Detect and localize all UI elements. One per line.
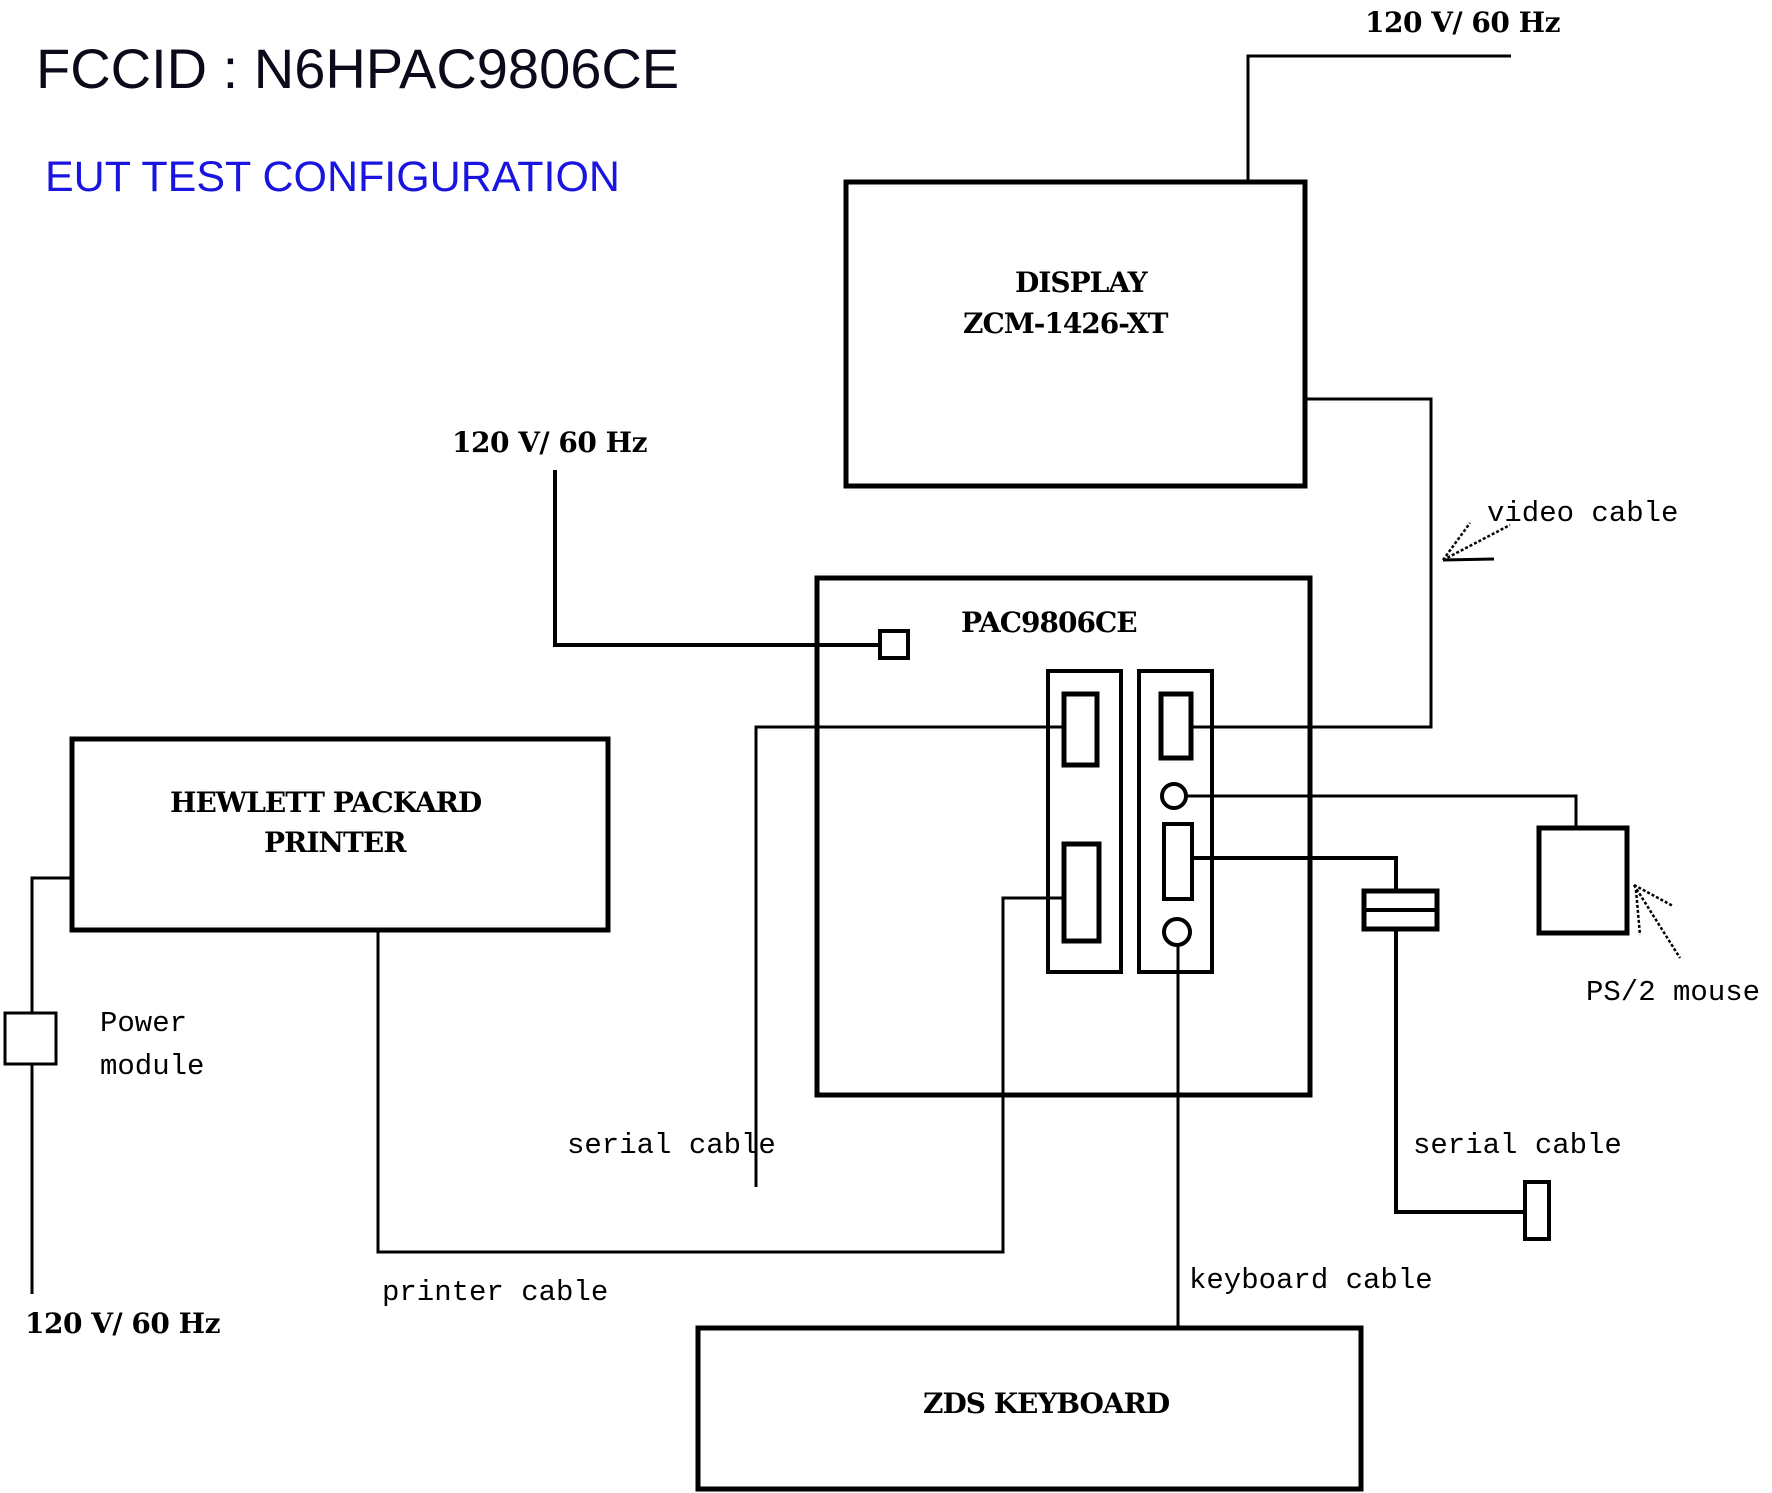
printer-label-line2: PRINTER xyxy=(264,826,407,859)
eut-label: PAC9806CE xyxy=(961,606,1137,639)
keyboard-cable-label: keyboard cable xyxy=(1189,1264,1433,1297)
printer-box xyxy=(69,736,611,933)
ps2-mouse-box xyxy=(1536,825,1630,936)
eut-box xyxy=(814,575,1313,1098)
keyboard-device: ZDS KEYBOARD xyxy=(695,1325,1364,1492)
display-power-cord xyxy=(1246,54,1511,182)
serial-cable-right-lower xyxy=(1394,929,1525,1214)
display-box xyxy=(843,179,1308,489)
keyboard-port xyxy=(1162,917,1192,947)
power-module-label-line2: module xyxy=(100,1050,204,1083)
mouse-cable xyxy=(1186,794,1578,828)
parallel-port xyxy=(1061,841,1102,944)
display-label: DISPLAY xyxy=(1015,266,1149,299)
eut-power-inlet xyxy=(878,629,910,660)
serial-cable-right-upper xyxy=(1192,856,1398,891)
printer-power-cord-upper xyxy=(30,876,72,1013)
printer-device: HEWLETT PACKARD PRINTER xyxy=(69,736,611,933)
keyboard-box xyxy=(695,1325,1364,1492)
eut-power-cord xyxy=(553,470,880,647)
diagram-subtitle: EUT TEST CONFIGURATION xyxy=(45,153,620,201)
serial-terminator xyxy=(1523,1180,1551,1241)
display-model-label: ZCM-1426-XT xyxy=(963,307,1169,340)
mouse-arrow-icon xyxy=(1632,883,1682,959)
fcc-id-title: FCCID : N6HPAC9806CE xyxy=(36,37,679,100)
eut-left-io-panel xyxy=(1046,669,1123,974)
video-cable-label: video cable xyxy=(1487,497,1678,530)
power-module-box xyxy=(3,1011,58,1066)
serial-port-2 xyxy=(1162,822,1194,901)
video-cable-arrow-icon xyxy=(1441,522,1511,562)
serial-cable-left xyxy=(754,725,1064,1187)
display-power-source-label: 120 V/ 60 Hz xyxy=(1365,6,1560,39)
ps2-mouse-label: PS/2 mouse xyxy=(1586,976,1760,1009)
serial-cable-left-label: serial cable xyxy=(567,1129,776,1162)
eut-power-source-label: 120 V/ 60 Hz xyxy=(452,426,647,459)
printer-cable xyxy=(376,896,1064,1254)
power-module-label: Power xyxy=(100,1007,187,1040)
display-device: DISPLAY ZCM-1426-XT xyxy=(843,179,1308,489)
eut-device: PAC9806CE xyxy=(814,575,1313,1098)
serial-port-1 xyxy=(1061,691,1100,768)
serial-cable-right-label: serial cable xyxy=(1413,1129,1622,1162)
printer-label: HEWLETT PACKARD xyxy=(170,786,482,819)
printer-power-source-label: 120 V/ 60 Hz xyxy=(25,1307,220,1340)
printer-cable-label: printer cable xyxy=(382,1276,608,1309)
keyboard-label: ZDS KEYBOARD xyxy=(923,1387,1170,1420)
ps2-mouse-port xyxy=(1160,782,1188,810)
eut-right-io-panel xyxy=(1137,669,1214,974)
video-port xyxy=(1158,691,1194,761)
